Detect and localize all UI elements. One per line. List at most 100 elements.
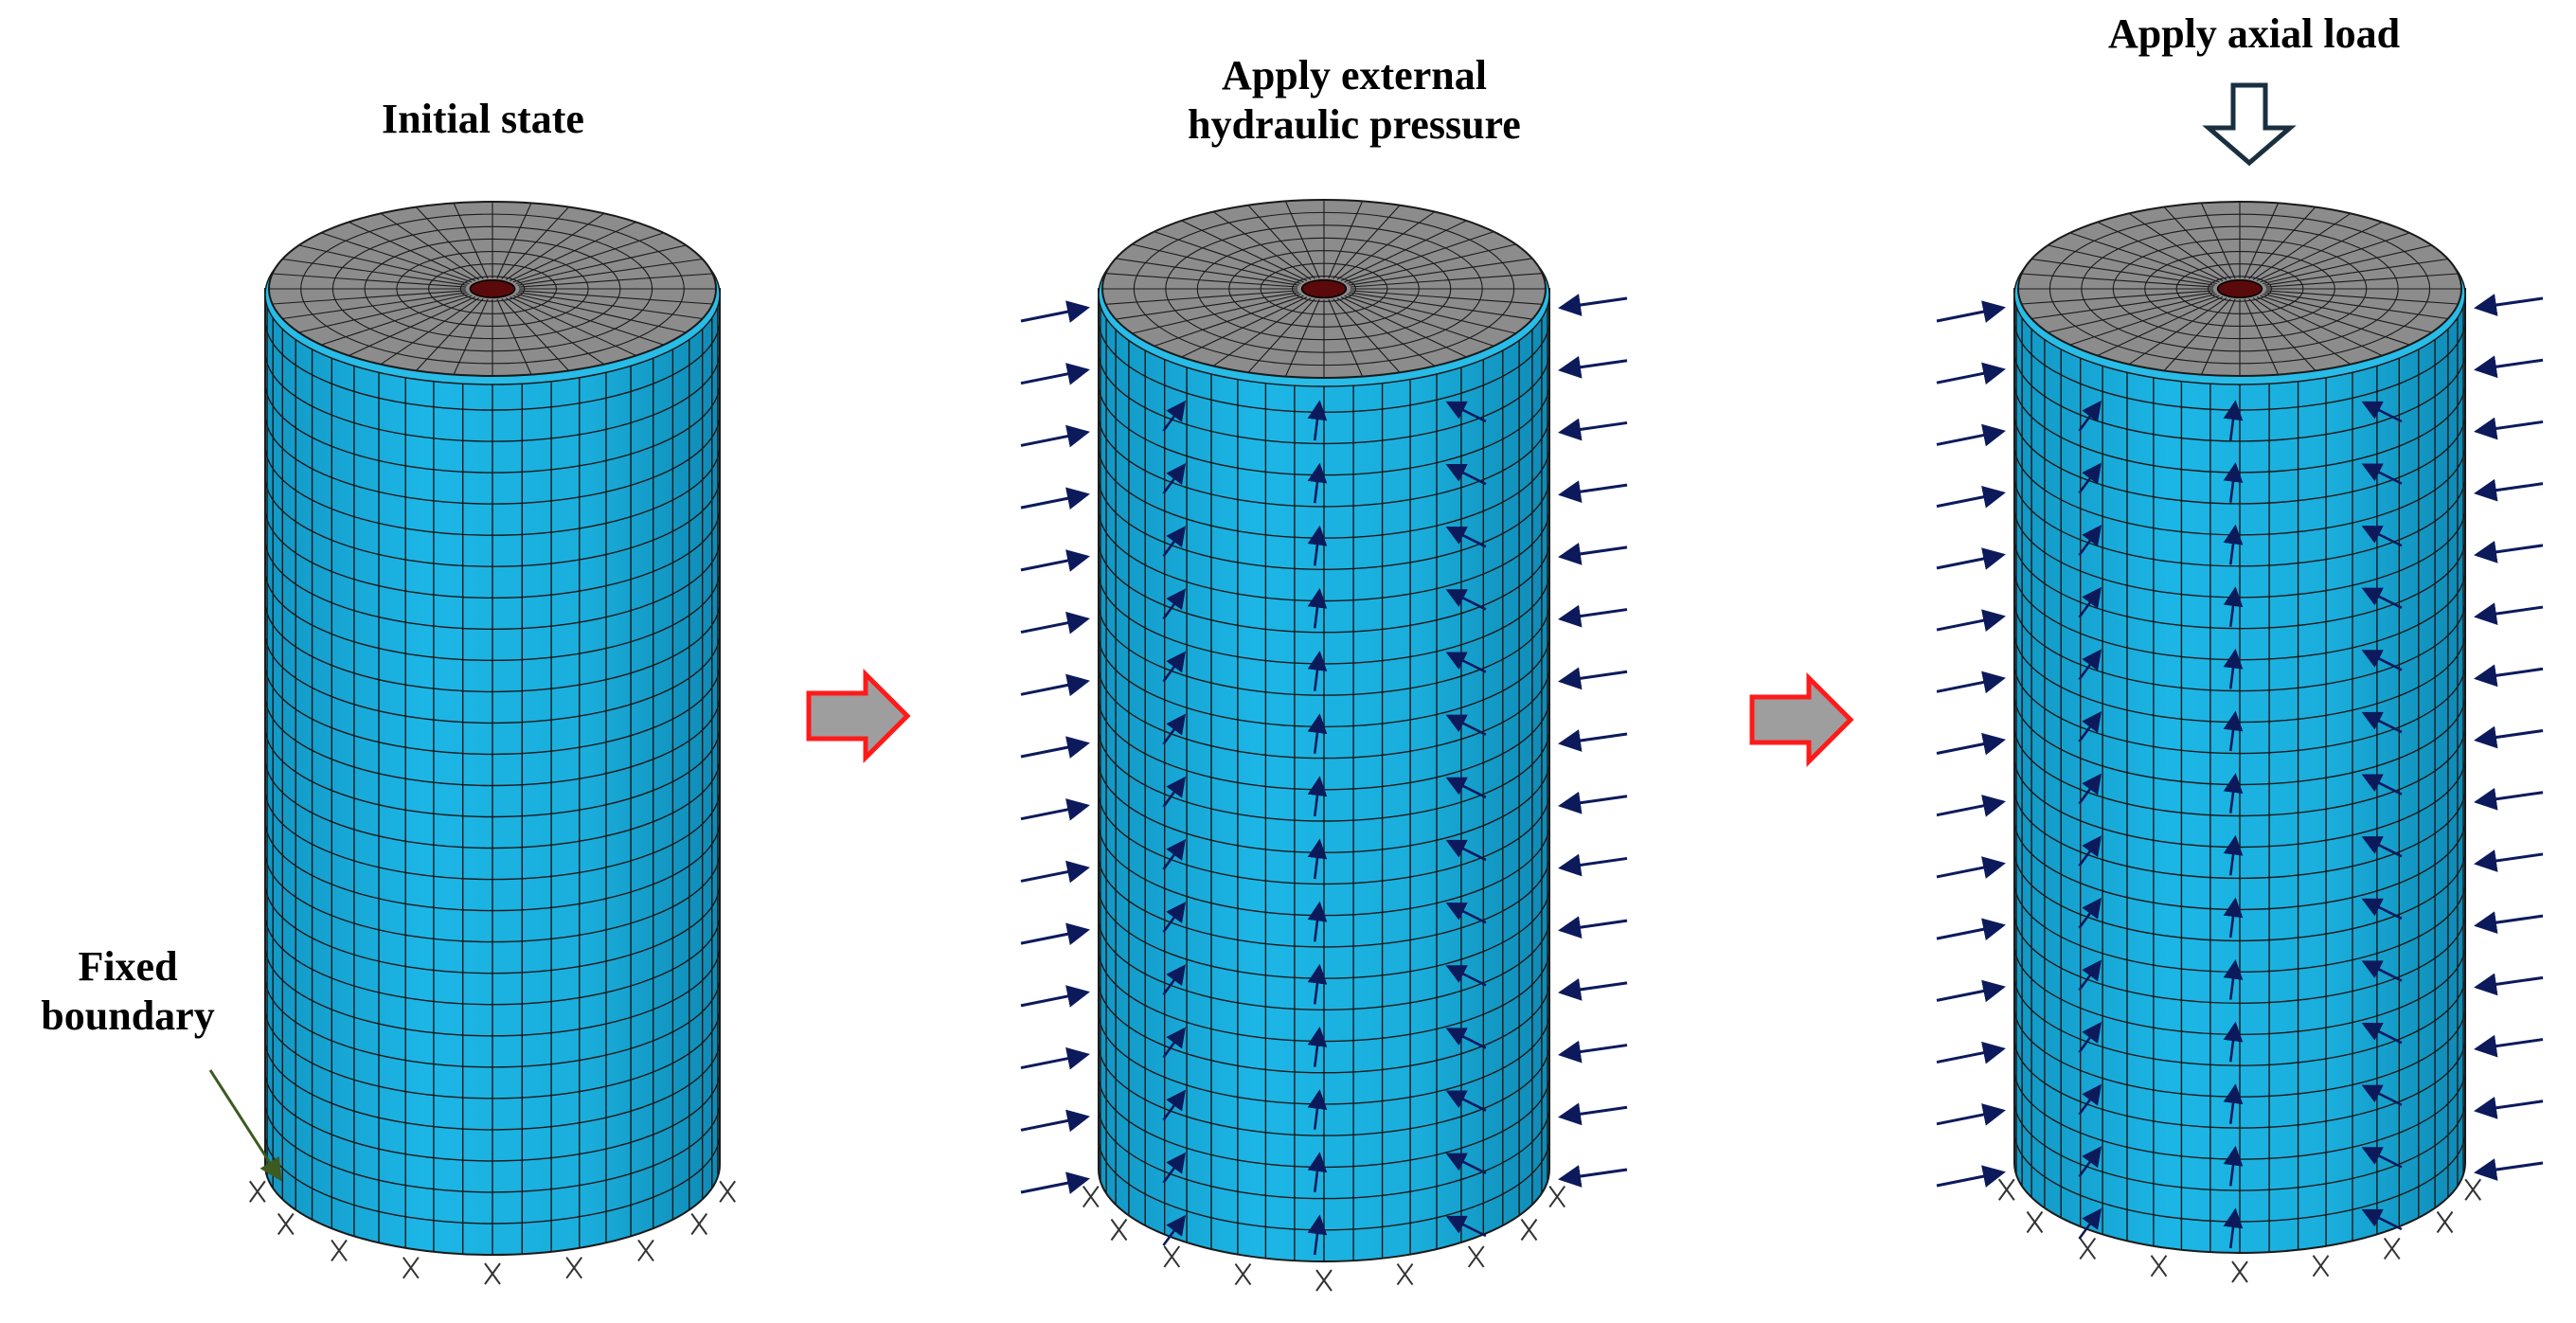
fixed-support-icon	[2231, 1260, 2248, 1283]
pressure-arrow-icon	[1162, 651, 1186, 683]
fixed-support-icon	[1467, 1245, 1485, 1268]
fixed-boundary-label: Fixed boundary	[0, 942, 256, 1041]
pressure-arrow-icon	[2361, 587, 2403, 610]
pressure-arrow-icon	[1307, 651, 1328, 691]
pressure-arrow-icon	[1558, 978, 1628, 1001]
pressure-arrow-icon	[1445, 777, 1487, 799]
fixed-support-icon	[1234, 1262, 1252, 1286]
pressure-arrow-icon	[2223, 648, 2244, 689]
pressure-arrow-icon	[1162, 1152, 1186, 1184]
pressure-arrow-icon	[1162, 902, 1186, 933]
center-hole	[1300, 278, 1348, 299]
pressure-arrow-icon	[1020, 860, 1090, 884]
pressure-arrow-icon	[1936, 300, 2006, 323]
pressure-arrow-icon	[1162, 526, 1186, 558]
pressure-arrow-icon	[1162, 964, 1186, 996]
pressure-arrow-icon	[1558, 604, 1628, 628]
mesh-horizontal-rings	[264, 319, 721, 1225]
pressure-arrow-icon	[1936, 856, 2006, 879]
step-arrow-icon	[806, 668, 911, 764]
pressure-arrow-icon	[1020, 1046, 1090, 1070]
pressure-arrow-icon	[2078, 586, 2102, 618]
pressure-arrow-icon	[2361, 526, 2403, 547]
fixed-support-icon	[402, 1257, 420, 1279]
title-hydraulic-pressure-line1: Apply external	[1222, 52, 1487, 98]
fixed-support-icon	[1082, 1185, 1100, 1208]
pressure-arrow-icon	[1020, 798, 1090, 821]
pressure-arrow-icon	[1936, 423, 2006, 447]
pressure-arrow-icon	[2361, 711, 2403, 734]
title-hydraulic-pressure-line2: hydraulic pressure	[1188, 101, 1521, 148]
pressure-arrow-icon	[1445, 401, 1487, 423]
pressure-arrow-icon	[2474, 541, 2544, 563]
fixed-boundary-line2: boundary	[41, 992, 215, 1039]
pressure-arrow-icon	[2474, 725, 2544, 749]
pressure-arrow-icon	[1020, 985, 1090, 1008]
pressure-arrow-icon	[1307, 838, 1328, 880]
title-hydraulic-pressure: Apply external hydraulic pressure	[1108, 51, 1601, 150]
fixed-support-icon	[1997, 1178, 2015, 1201]
pressure-arrow-icon	[2474, 417, 2544, 440]
pressure-arrow-icon	[1445, 965, 1487, 987]
fixed-support-icon	[2312, 1255, 2330, 1278]
pressure-arrow-icon	[2474, 973, 2544, 996]
pressure-arrow-icon	[1020, 363, 1090, 385]
pressure-arrow-icon	[2474, 1158, 2544, 1181]
pressure-arrow-icon	[2078, 1207, 2102, 1240]
pressure-arrow-icon	[1936, 362, 2006, 385]
pressure-arrow-icon	[2223, 710, 2244, 752]
pressure-arrow-icon	[1558, 791, 1628, 814]
pressure-arrow-icon	[1936, 609, 2006, 632]
pressure-arrow-icon	[1558, 355, 1628, 379]
pressure-arrow-icon	[1307, 587, 1328, 629]
pressure-arrow-icon	[1558, 543, 1628, 565]
pressure-arrow-icon	[1020, 487, 1090, 510]
pressure-arrow-icon	[2223, 773, 2244, 813]
pressure-arrow-icon	[1445, 839, 1487, 862]
pressure-arrow-icon	[1558, 294, 1628, 316]
pressure-arrow-icon	[1936, 1165, 2006, 1188]
pressure-arrow-icon	[1558, 1102, 1628, 1126]
pressure-arrow-icon	[1936, 979, 2006, 1003]
pressure-arrow-icon	[1020, 300, 1090, 323]
pressure-arrow-icon	[1558, 916, 1628, 939]
pressure-arrow-icon	[1307, 776, 1328, 817]
pressure-arrow-icon	[2361, 898, 2403, 921]
fixed-support-icon	[2079, 1237, 2097, 1260]
pressure-arrow-icon	[2078, 1083, 2102, 1116]
fixed-support-icon	[1110, 1218, 1128, 1242]
pressure-arrow-icon	[2474, 1096, 2544, 1119]
pressure-arrow-icon	[1307, 1152, 1328, 1193]
fixed-support-icon	[2150, 1255, 2168, 1278]
fixed-support-icon	[1396, 1262, 1414, 1286]
pressure-arrow-icon	[1445, 714, 1487, 736]
arrow-overlays	[208, 82, 2297, 1182]
pressure-arrow-icon	[1445, 1153, 1487, 1175]
cylinder-axial-load	[1936, 201, 2544, 1283]
fixed-support-icon	[249, 1180, 266, 1203]
pressure-arrow-icon	[1936, 732, 2006, 756]
pressure-arrow-icon	[2361, 401, 2403, 423]
pressure-arrow-icon	[1936, 1103, 2006, 1126]
pressure-arrow-icon	[1558, 729, 1628, 752]
pressure-arrow-icon	[2223, 586, 2244, 628]
pressure-arrow-icon	[1936, 547, 2006, 570]
pressure-arrow-icon	[1936, 918, 2006, 941]
pressure-arrow-icon	[2223, 524, 2244, 565]
pressure-arrow-icon	[1445, 1028, 1487, 1049]
pressure-arrow-icon	[1162, 713, 1186, 745]
fixed-support-icon	[2464, 1178, 2482, 1201]
title-axial-load: Apply axial load	[2107, 10, 2401, 57]
fixed-support-icon	[637, 1239, 654, 1262]
pressure-arrow-icon	[2078, 959, 2102, 992]
pressure-arrow-icon	[2223, 462, 2244, 503]
pressure-arrow-icon	[1307, 901, 1328, 942]
fixed-support-icon	[484, 1262, 501, 1285]
pressure-arrow-icon	[1020, 1109, 1090, 1133]
pressure-arrow-icon	[1307, 525, 1328, 566]
pressure-arrow-icon	[1020, 1171, 1090, 1194]
pressure-arrow-icon	[1307, 1089, 1328, 1130]
center-hole	[469, 279, 516, 298]
cylinder-hydraulic-pressure	[1020, 199, 1628, 1292]
fixed-support-icon	[2026, 1210, 2044, 1234]
